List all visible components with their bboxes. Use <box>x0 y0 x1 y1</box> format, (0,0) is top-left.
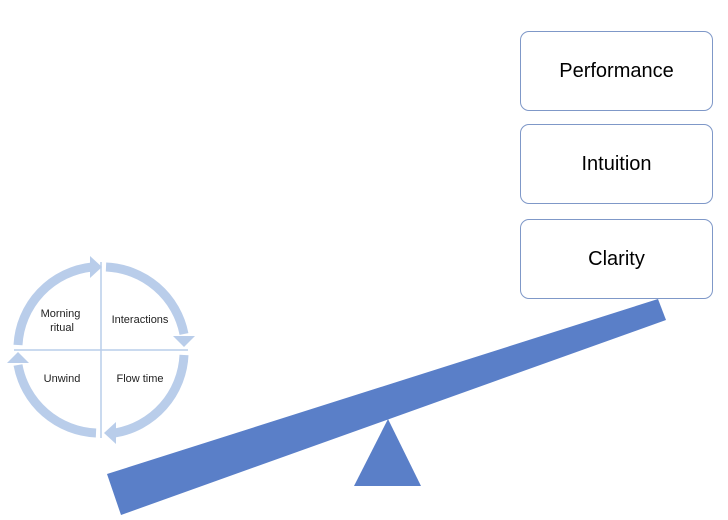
cycle-label-unwind: Unwind <box>44 373 81 385</box>
cycle-label-morning-line2: ritual <box>50 322 74 334</box>
seesaw-plank <box>107 299 666 515</box>
cycle-label-morning-line1: Morning <box>41 308 81 320</box>
cycle-label-interactions: Interactions <box>112 314 169 326</box>
cycle-label-morning-ritual: Morning ritual <box>41 308 84 334</box>
cycle-arc-top-right <box>105 262 195 347</box>
cycle-label-flow-time: Flow time <box>116 373 163 385</box>
cycle-arc-top-left <box>13 256 102 346</box>
stack-box-clarity: Clarity <box>520 219 713 299</box>
stack-box-label: Intuition <box>581 152 652 175</box>
cycle-arc-bottom-right <box>104 354 189 444</box>
stack-box-label: Performance <box>559 59 674 82</box>
stack-box-performance: Performance <box>520 31 713 111</box>
seesaw-fulcrum <box>354 419 421 486</box>
stack-box-intuition: Intuition <box>520 124 713 204</box>
cycle-arc-bottom-left <box>7 352 97 438</box>
stack-box-label: Clarity <box>588 247 645 270</box>
